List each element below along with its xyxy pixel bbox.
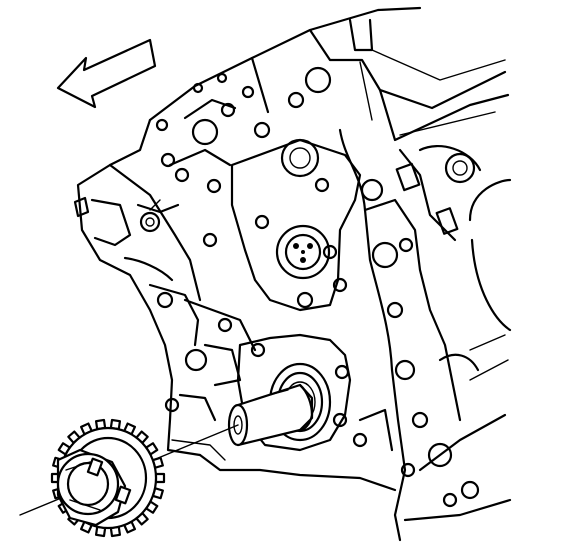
sprocket-tooth [154,472,166,484]
arrow-left-icon [56,38,157,109]
crankshaft-snout [227,362,332,447]
engine-block [73,6,512,542]
camshaft-hub [275,224,331,280]
crankshaft-sprocket-icon [50,418,166,538]
